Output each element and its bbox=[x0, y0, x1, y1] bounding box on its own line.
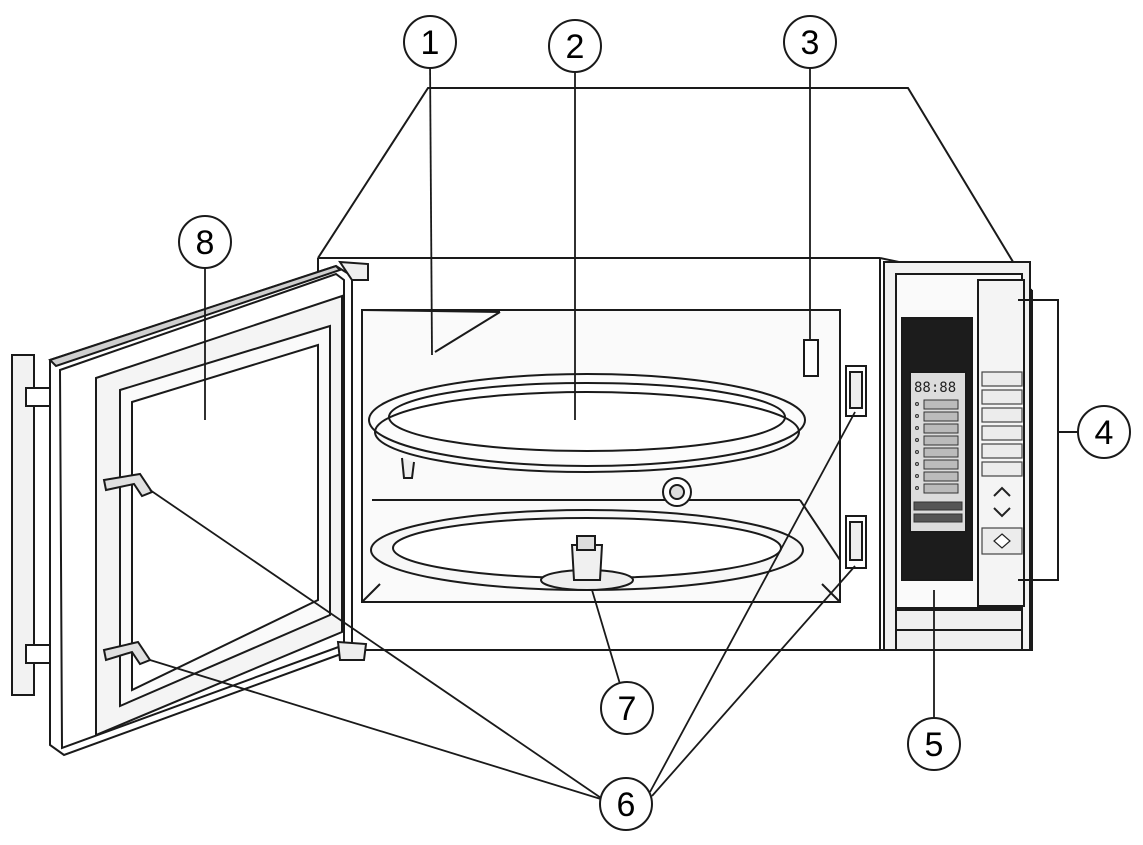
svg-text:5: 5 bbox=[925, 726, 944, 764]
lcd-digits: 88:88 bbox=[914, 380, 956, 396]
callout-6: 6 bbox=[599, 777, 653, 831]
leader-lines bbox=[149, 59, 935, 801]
button-2[interactable] bbox=[981, 389, 1023, 405]
leader-6a bbox=[149, 489, 605, 801]
door-handle bbox=[11, 354, 35, 696]
down-arrow-icon[interactable] bbox=[993, 507, 1011, 518]
lcd-icons bbox=[913, 399, 963, 523]
svg-text:2: 2 bbox=[566, 28, 585, 66]
leader-6d bbox=[651, 565, 856, 797]
svg-text:6: 6 bbox=[617, 786, 636, 824]
callout-7: 7 bbox=[600, 681, 654, 735]
glass-tray bbox=[368, 373, 806, 479]
callout-2: 2 bbox=[548, 19, 602, 73]
callout-3: 3 bbox=[783, 15, 837, 69]
leader-6c bbox=[649, 411, 856, 793]
button-4[interactable] bbox=[981, 425, 1023, 441]
roller-ring bbox=[370, 509, 804, 591]
cabinet-top bbox=[317, 87, 1031, 291]
svg-text:4: 4 bbox=[1095, 414, 1114, 452]
cavity-latch-holes bbox=[845, 365, 867, 569]
button-6[interactable] bbox=[981, 461, 1023, 477]
up-arrow-icon[interactable] bbox=[993, 486, 1011, 497]
callouts: 1 2 3 4 5 6 7 8 bbox=[178, 15, 1131, 831]
door bbox=[11, 260, 369, 757]
button-column bbox=[977, 279, 1025, 607]
leader-6b bbox=[149, 659, 605, 801]
control-buttons bbox=[981, 371, 1023, 555]
leader-1 bbox=[429, 59, 433, 356]
svg-text:1: 1 bbox=[421, 24, 440, 62]
callout-5: 5 bbox=[907, 717, 961, 771]
callout-1: 1 bbox=[403, 15, 457, 69]
start-icon bbox=[993, 533, 1011, 549]
svg-text:8: 8 bbox=[196, 224, 215, 262]
door-latch-bottom bbox=[102, 640, 152, 666]
light-cover bbox=[803, 339, 819, 377]
svg-text:3: 3 bbox=[801, 24, 820, 62]
button-5[interactable] bbox=[981, 443, 1023, 459]
control-panel: 88:88 bbox=[883, 261, 1031, 651]
callout-8: 8 bbox=[178, 215, 232, 269]
svg-text:7: 7 bbox=[618, 690, 637, 728]
button-3[interactable] bbox=[981, 407, 1023, 423]
button-1[interactable] bbox=[981, 371, 1023, 387]
leader-7 bbox=[591, 589, 621, 685]
door-latch-top bbox=[102, 472, 154, 498]
callout-4: 4 bbox=[1077, 405, 1131, 459]
bracket-4 bbox=[1018, 299, 1078, 581]
